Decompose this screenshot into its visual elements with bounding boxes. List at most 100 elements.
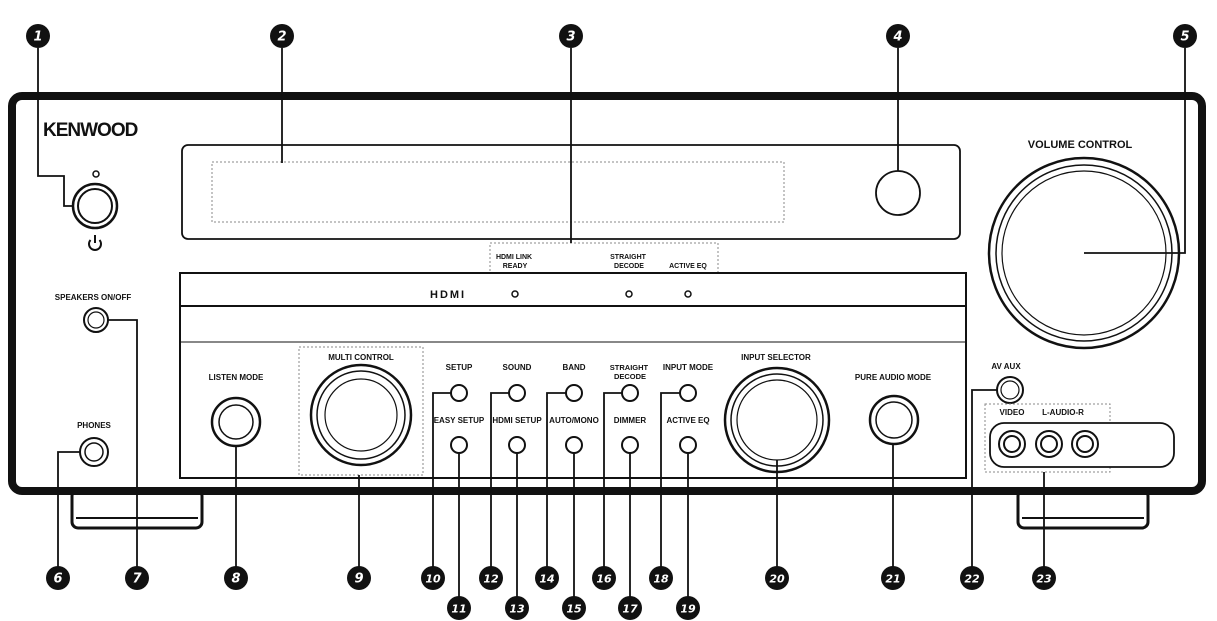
hdmi-link-ready-led: [511, 290, 519, 298]
audio-left-jack[interactable]: [1035, 430, 1063, 458]
callout-5: 5: [1173, 24, 1197, 48]
callout-20: 20: [765, 566, 789, 590]
svg-text:18: 18: [653, 573, 669, 586]
callout-22: 22: [960, 566, 984, 590]
svg-text:19: 19: [680, 603, 696, 616]
hdmi-setup-button[interactable]: [508, 436, 526, 454]
input-mode-button[interactable]: [679, 384, 697, 402]
callout-15: 15: [562, 596, 586, 620]
callout-12: 12: [479, 566, 503, 590]
svg-text:5: 5: [1180, 30, 1189, 45]
callout-6: 6: [46, 566, 70, 590]
active-eq-button[interactable]: [679, 436, 697, 454]
svg-text:10: 10: [425, 573, 441, 586]
svg-text:15: 15: [566, 603, 582, 616]
callout-16: 16: [592, 566, 616, 590]
indicator-active-eq-label: ACTIVE EQ: [669, 263, 707, 270]
listen-mode-label: LISTEN MODE: [209, 373, 264, 382]
straight-decode-button[interactable]: [621, 384, 639, 402]
callout-21: 21: [881, 566, 905, 590]
audio-lr-label: L-AUDIO-R: [1042, 408, 1084, 417]
multi-control-knob[interactable]: [309, 363, 413, 467]
callout-14: 14: [535, 566, 559, 590]
listen-mode-button[interactable]: [210, 396, 262, 448]
pure-audio-label: PURE AUDIO MODE: [855, 373, 932, 382]
svg-text:20: 20: [769, 573, 785, 586]
auto-mono-button[interactable]: [565, 436, 583, 454]
sound-button[interactable]: [508, 384, 526, 402]
speakers-label: SPEAKERS ON/OFF: [55, 293, 132, 302]
svg-text:22: 22: [964, 573, 980, 586]
active-eq-button-label: ACTIVE EQ: [666, 416, 709, 425]
svg-text:17: 17: [622, 603, 638, 616]
power-standby-indicator: [92, 170, 100, 178]
indicator-hdmi-link-ready-label: HDMI LINK READY: [496, 254, 534, 270]
function-buttons: SETUP SOUND BAND STRAIGHT DECODE INPUT M…: [434, 363, 714, 454]
straight-decode-led: [625, 290, 633, 298]
brand-logo: KENWOOD: [43, 120, 138, 141]
callout-23: 23: [1032, 566, 1056, 590]
svg-text:9: 9: [354, 572, 363, 587]
input-selector-label: INPUT SELECTOR: [741, 353, 811, 362]
svg-text:13: 13: [509, 603, 525, 616]
svg-text:7: 7: [132, 572, 142, 587]
svg-text:16: 16: [596, 573, 612, 586]
svg-text:14: 14: [539, 573, 554, 586]
callout-2: 2: [270, 24, 294, 48]
av-aux-button[interactable]: [996, 376, 1024, 404]
sound-label: SOUND: [503, 363, 532, 372]
band-label: BAND: [562, 363, 585, 372]
pure-audio-mode-button[interactable]: [868, 394, 920, 446]
leader-lines: [37, 48, 1186, 600]
callout-4: 4: [886, 24, 910, 48]
dimmer-label: DIMMER: [614, 416, 647, 425]
svg-text:2: 2: [277, 30, 286, 45]
callout-19: 19: [676, 596, 700, 620]
svg-text:3: 3: [566, 30, 575, 45]
svg-text:8: 8: [231, 572, 240, 587]
callout-13: 13: [505, 596, 529, 620]
svg-text:21: 21: [885, 573, 900, 586]
power-icon: [88, 235, 102, 251]
active-eq-led: [684, 290, 692, 298]
dimmer-button[interactable]: [621, 436, 639, 454]
svg-text:11: 11: [451, 603, 466, 616]
callout-11: 11: [447, 596, 471, 620]
callout-9: 9: [347, 566, 371, 590]
callout-3: 3: [559, 24, 583, 48]
display-area: [211, 161, 785, 223]
svg-text:12: 12: [483, 573, 499, 586]
power-button[interactable]: [71, 182, 119, 230]
video-label: VIDEO: [1000, 408, 1025, 417]
video-jack[interactable]: [998, 430, 1026, 458]
input-mode-label: INPUT MODE: [663, 363, 714, 372]
av-aux-label: AV AUX: [991, 362, 1021, 371]
audio-right-jack[interactable]: [1071, 430, 1099, 458]
band-button[interactable]: [565, 384, 583, 402]
svg-text:1: 1: [33, 30, 42, 45]
phones-label: PHONES: [77, 421, 111, 430]
setup-button[interactable]: [450, 384, 468, 402]
input-selector-knob[interactable]: [723, 366, 831, 474]
phones-jack[interactable]: [79, 437, 109, 467]
callout-1: 1: [26, 24, 50, 48]
easy-setup-button[interactable]: [450, 436, 468, 454]
speakers-on-off-button[interactable]: [83, 307, 109, 333]
volume-control-label: VOLUME CONTROL: [1028, 139, 1133, 151]
svg-text:6: 6: [53, 572, 62, 587]
callout-18: 18: [649, 566, 673, 590]
svg-text:23: 23: [1036, 573, 1052, 586]
setup-label: SETUP: [446, 363, 473, 372]
indicator-straight-decode-label: STRAIGHT DECODE: [610, 254, 648, 270]
hdmi-logo: HDMI: [430, 289, 466, 301]
callout-17: 17: [618, 596, 642, 620]
easy-setup-label: EASY SETUP: [434, 416, 485, 425]
auto-mono-label: AUTO/MONO: [549, 416, 599, 425]
multi-control-label: MULTI CONTROL: [328, 353, 394, 362]
callout-10: 10: [421, 566, 445, 590]
av-input-area: [984, 403, 1111, 473]
remote-sensor: [875, 170, 921, 216]
straight-decode-button-label: STRAIGHT DECODE: [610, 363, 650, 381]
